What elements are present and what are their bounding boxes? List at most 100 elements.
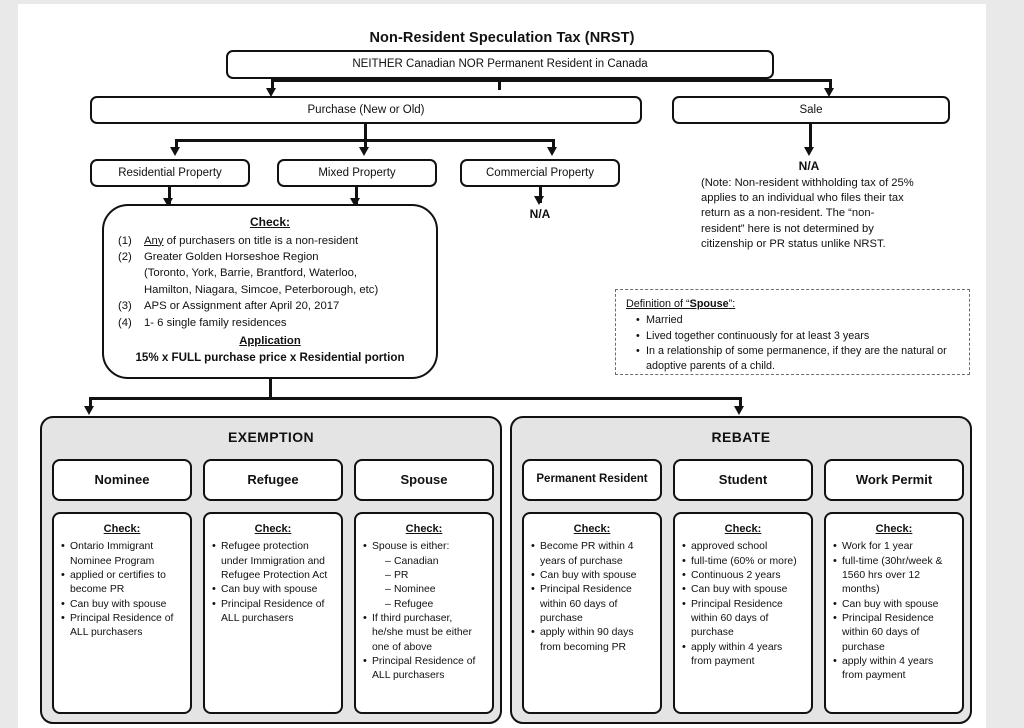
card-heading: Check: [103,523,141,535]
list-item: Principal Residence within 60 days of pu… [682,597,804,641]
category-work-permit-label: Work Permit [855,472,933,488]
node-sale-label: Sale [799,103,823,116]
node-residential-property-label: Residential Property [118,166,222,179]
check-item-2: (2) Greater Golden Horseshoe Region [118,249,422,265]
arrow-to-rebate [734,406,744,415]
card-list: Refugee protection under Immigration and… [212,539,334,627]
card-heading: Check: [573,523,611,535]
list-item: Can buy with spouse [212,582,334,598]
spouse-definition-box: Definition of “Spouse”: Married Lived to… [615,289,970,375]
check-item-1-rest: of purchasers on title is a non-resident [163,234,359,247]
node-root: NEITHER Canadian NOR Permanent Resident … [226,50,774,79]
connector-sale-stem [809,124,812,149]
connector-rebate-drop [739,397,742,408]
list-item: If third purchaser, he/she must be eithe… [363,611,485,655]
connector-root-left [271,79,274,91]
list-item: Canadian [385,555,485,570]
list-item: apply within 4 years from payment [682,640,804,670]
category-work-permit[interactable]: Work Permit [824,459,964,501]
check-item-2-text: Greater Golden Horseshoe Region [144,251,319,263]
arrow-to-mixed [359,147,369,156]
arrow-to-exemption [84,406,94,415]
check-item-4-text: 1- 6 single family residences [144,316,287,329]
check-heading: Check: [249,215,290,229]
list-item: apply within 90 days from becoming PR [531,625,653,655]
category-permanent-resident-label: Permanent Resident [536,473,648,486]
sale-note: (Note: Non-resident withholding tax of 2… [701,177,914,250]
list-item: full-time (60% or more) [682,554,804,570]
list-item: full-time (30hr/week & 1560 hrs over 12 … [833,554,955,598]
check-item-3: (3) APS or Assignment after April 20, 20… [118,298,422,314]
card-list: Work for 1 year full-time (30hr/week & 1… [833,539,955,684]
card-refugee-check: Check: Refugee protection under Immigrat… [203,512,343,714]
list-item: Lived together continuously for at least… [636,329,959,345]
connector-prop-mid [364,139,367,149]
arrow-to-commercial [547,147,557,156]
node-commercial-property: Commercial Property [460,159,620,187]
arrow-mixed-to-check [350,198,360,207]
list-item: Continuous 2 years [682,568,804,584]
list-item: Become PR within 4 years of purchase [531,539,653,569]
check-item-2-extra-2: Hamilton, Niagara, Simcoe, Peterborough,… [144,283,379,296]
category-spouse-label: Spouse [400,472,448,488]
card-work-permit-check: Check: Work for 1 year full-time (30hr/w… [824,512,964,714]
application-heading: Application [239,335,301,348]
list-item: Nominee [385,583,485,598]
node-root-label: NEITHER Canadian NOR Permanent Resident … [352,58,648,71]
category-refugee[interactable]: Refugee [203,459,343,501]
check-item-1-text: Any of purchasers on title is a non-resi… [144,233,358,249]
connector-prop-left [175,139,178,149]
list-item: Ontario Immigrant Nominee Program [61,539,183,569]
card-list: Ontario Immigrant Nominee Program applie… [61,539,183,641]
list-item: Principal Residence within 60 days of pu… [833,611,955,655]
node-residential-property: Residential Property [90,159,250,187]
section-rebate-title: REBATE [711,429,771,445]
list-item: Principal Residence of ALL purchasers [363,654,485,684]
category-student[interactable]: Student [673,459,813,501]
list-item: Principal Residence within 60 days of pu… [531,582,653,626]
list-item: Refugee protection under Immigration and… [212,539,334,583]
connector-root-bus [271,79,831,82]
category-nominee-label: Nominee [94,472,150,488]
list-item: Principal Residence of ALL purchasers [212,597,334,627]
category-student-label: Student [718,472,768,488]
check-item-1-number: (1) [118,234,132,247]
connector-exemption-drop [89,397,92,408]
list-item: Married [636,313,959,329]
check-item-3-number: (3) [118,300,132,313]
connector-mixed-down [355,187,358,205]
list-item: applied or certifies to become PR [61,568,183,598]
node-mixed-property-label: Mixed Property [318,166,396,179]
card-heading: Check: [875,523,913,535]
card-list: Spouse is either: Canadian PR Nominee Re… [363,539,485,684]
node-purchase-label: Purchase (New or Old) [307,103,425,116]
card-heading: Check: [724,523,762,535]
arrow-commercial-to-na [534,196,544,205]
category-permanent-resident[interactable]: Permanent Resident [522,459,662,501]
card-spouse-check: Check: Spouse is either: Canadian PR Nom… [354,512,494,714]
category-spouse[interactable]: Spouse [354,459,494,501]
card-nominee-check: Check: Ontario Immigrant Nominee Program… [52,512,192,714]
commercial-na-label: N/A [529,207,551,221]
check-item-3-text: APS or Assignment after April 20, 2017 [144,300,340,313]
arrow-residential-to-check [163,198,173,207]
application-formula: 15% x FULL purchase price x Residential … [135,350,405,364]
arrow-to-residential [170,147,180,156]
check-item-2-number: (2) [118,251,132,263]
connector-prop-right [552,139,555,149]
sale-na-label: N/A [798,159,820,173]
list-item: Spouse is either: [363,539,485,555]
connector-purchase-stem [364,124,367,141]
spouse-definition-heading-post: ”: [728,298,736,310]
category-nominee[interactable]: Nominee [52,459,192,501]
arrow-to-sale-na [804,147,814,156]
list-item: In a relationship of some permanence, if… [636,344,959,375]
page-title: Non-Resident Speculation Tax (NRST) [369,30,635,46]
card-heading: Check: [254,523,292,535]
connector-root-stem [498,79,501,90]
list-item: PR [385,569,485,584]
connector-check-stem [269,379,272,399]
connector-residential-down [168,187,171,205]
check-item-4: (4) 1- 6 single family residences [118,315,422,331]
